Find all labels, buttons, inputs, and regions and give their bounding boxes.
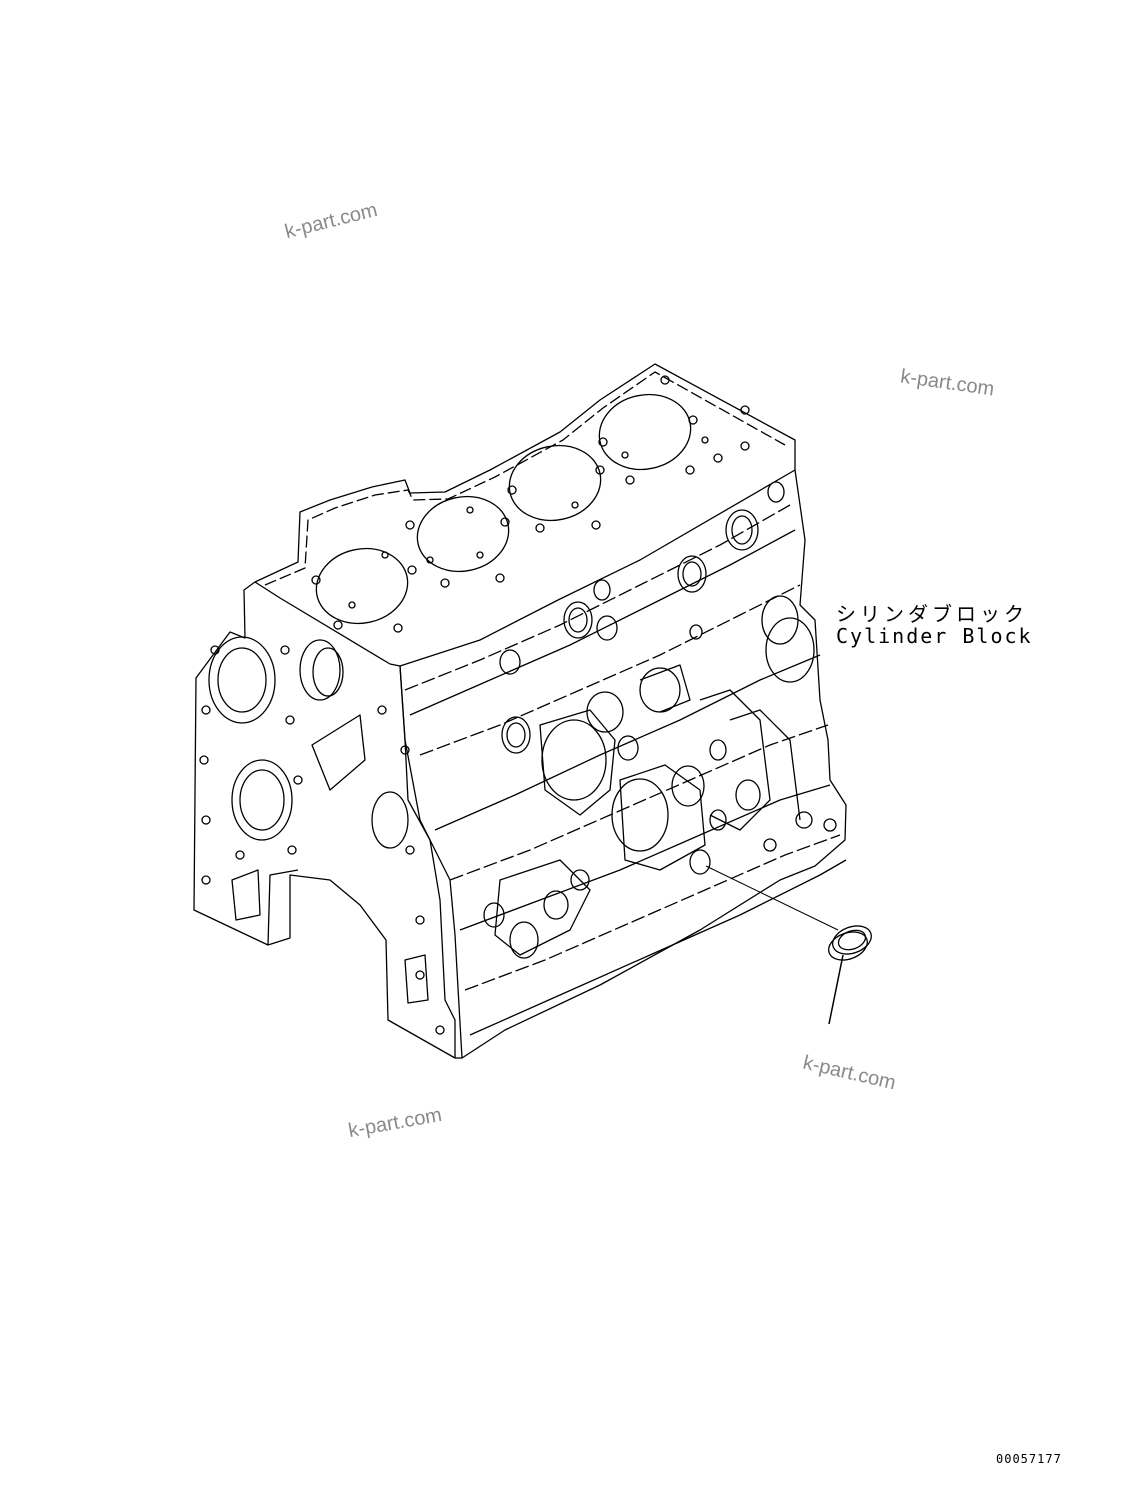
cylinder-bore-2 — [416, 495, 510, 573]
reference-number: 00057177 — [996, 1452, 1062, 1466]
plug-part — [828, 925, 872, 961]
leader-line — [705, 865, 839, 931]
block-top-deck — [254, 363, 796, 667]
part-label-japanese: シリンダブロック — [836, 602, 1028, 626]
cylinder-bore-4 — [598, 393, 692, 471]
block-side-face — [399, 469, 847, 1059]
callout-line — [828, 954, 844, 1025]
cylinder-bore-1 — [315, 547, 409, 625]
part-label-english: Cylinder Block — [836, 624, 1033, 648]
front-bore-upper — [208, 636, 276, 724]
block-front-face — [193, 581, 456, 1059]
oil-filter-mount — [539, 709, 616, 816]
front-bore-lower — [231, 759, 293, 841]
cylinder-bore-3 — [508, 444, 602, 522]
